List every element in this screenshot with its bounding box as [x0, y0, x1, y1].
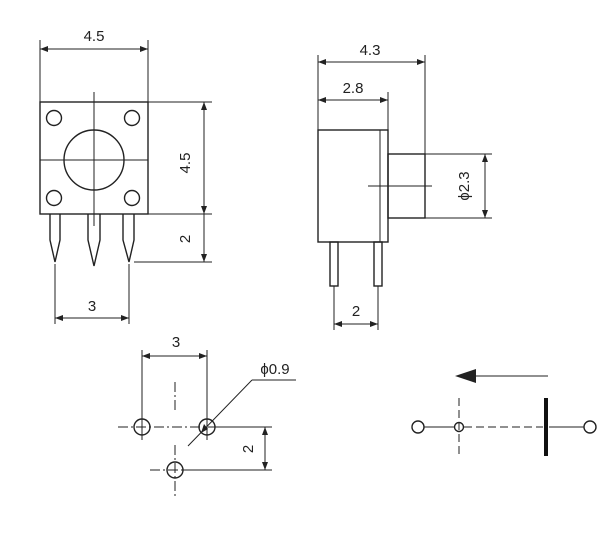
left-arrow-icon: [455, 369, 476, 383]
pcb-layout: 3 ϕ0.9 2: [118, 334, 296, 498]
front-width-label: 4.5: [84, 28, 105, 45]
dim-arrows: [482, 154, 488, 218]
front-view: 4.5 4.5 2 3: [39, 28, 212, 324]
hole-leader: [187, 379, 253, 447]
corner-hole-tr: [123, 109, 141, 127]
leader-arrow: [201, 424, 208, 433]
front-lead-right: [122, 214, 135, 263]
side-lead-pitch-label: 2: [352, 303, 360, 320]
front-pitch-label: 3: [88, 298, 96, 315]
side-depth-label: 4.3: [360, 42, 381, 59]
schematic-symbol: [411, 369, 597, 458]
corner-hole-br: [123, 189, 141, 207]
dim-arrows: [201, 254, 207, 262]
side-view: 4.3 2.8 ϕ2.3 2: [317, 42, 492, 330]
pcb-pitch-label: 3: [172, 334, 180, 351]
pcb-hole-label: ϕ0.9: [260, 361, 289, 378]
corner-hole-bl: [45, 189, 63, 207]
corner-hole-tl: [45, 109, 63, 127]
side-body-label: 2.8: [343, 80, 364, 97]
front-lead-mid: [87, 214, 101, 267]
pcb-offset-label: 2: [240, 445, 257, 453]
front-height-label: 4.5: [177, 153, 194, 174]
side-lead-left: [329, 241, 339, 287]
dim-arrows: [55, 315, 129, 321]
dim-arrows: [142, 353, 207, 359]
front-lead-left: [49, 214, 61, 263]
dim-arrows: [318, 97, 388, 103]
side-lead-right: [373, 241, 383, 287]
side-actuator-label: ϕ2.3: [456, 171, 473, 200]
front-lead-label: 2: [177, 235, 194, 243]
terminal-right: [583, 420, 597, 434]
terminal-left: [411, 420, 425, 434]
